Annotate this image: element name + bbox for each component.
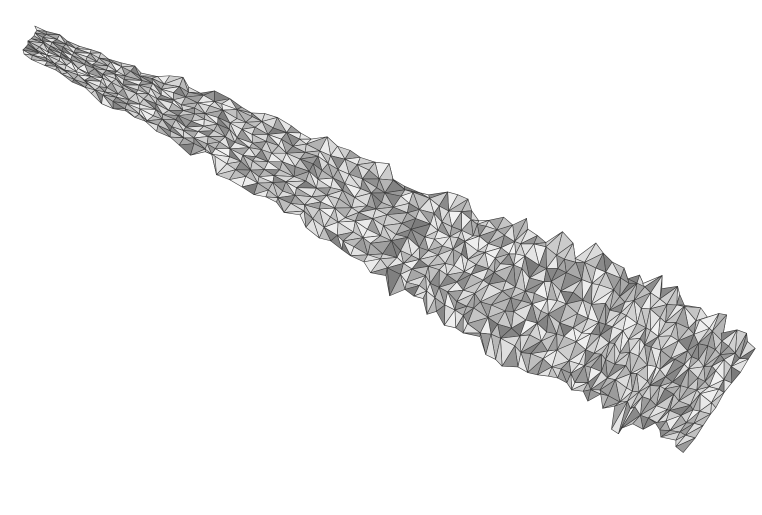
mesh-triangle bbox=[470, 210, 480, 222]
mesh-triangle bbox=[90, 89, 102, 104]
mesh-triangle bbox=[485, 333, 496, 360]
mesh-triangle bbox=[45, 31, 60, 35]
mesh-triangle bbox=[23, 53, 33, 60]
mesh-triangle bbox=[385, 267, 390, 297]
mesh-triangle bbox=[55, 66, 63, 75]
mesh-triangle bbox=[101, 94, 114, 109]
mesh-triangle bbox=[211, 153, 217, 176]
mesh-triangle bbox=[112, 108, 127, 112]
mesh-triangle bbox=[455, 315, 464, 334]
mesh-triangle bbox=[276, 197, 285, 213]
mesh-triangle bbox=[479, 332, 487, 355]
mesh-triangle bbox=[426, 297, 437, 315]
mesh-triangle bbox=[299, 210, 307, 228]
mesh-triangle bbox=[587, 389, 602, 402]
mesh-triangle bbox=[305, 218, 320, 239]
mesh-triangle bbox=[462, 332, 481, 337]
mesh-triangle bbox=[611, 401, 628, 435]
mesh-triangle bbox=[566, 373, 572, 391]
mesh-triangle bbox=[330, 234, 343, 250]
mesh-triangle bbox=[642, 417, 656, 430]
mesh-triangle bbox=[517, 352, 528, 373]
mesh-triangle bbox=[124, 108, 136, 118]
mesh-triangle bbox=[436, 304, 446, 326]
mesh-triangle bbox=[675, 437, 696, 453]
mesh-triangle bbox=[156, 124, 171, 138]
mesh-triangle bbox=[71, 79, 86, 88]
mesh-triangle bbox=[422, 290, 428, 315]
mesh-triangle bbox=[501, 345, 519, 368]
mesh-triangle bbox=[318, 227, 332, 242]
mesh-triangle bbox=[557, 368, 568, 384]
mesh-triangle bbox=[495, 337, 503, 367]
mesh-triangle bbox=[299, 132, 312, 140]
mesh-triangle bbox=[265, 196, 279, 203]
mesh-triangle bbox=[443, 309, 457, 329]
mesh-triangle bbox=[341, 240, 351, 257]
mesh-faces bbox=[22, 25, 756, 453]
mesh-triangle bbox=[632, 414, 644, 430]
mesh-triangle bbox=[134, 113, 146, 122]
mesh-triangle bbox=[44, 65, 57, 71]
mesh-triangle bbox=[548, 366, 558, 379]
mesh-triangle bbox=[389, 274, 406, 297]
